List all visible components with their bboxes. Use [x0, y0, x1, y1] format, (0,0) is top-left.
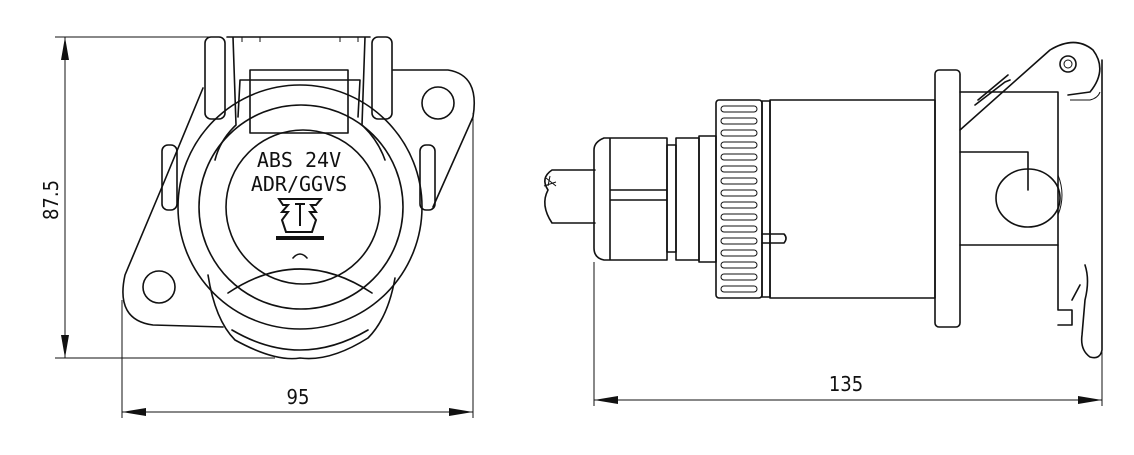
knurl-grooves — [720, 105, 758, 293]
gland-collar — [675, 137, 700, 261]
gland-seat — [698, 135, 717, 263]
ring-spacer — [761, 100, 771, 298]
marking-adr-ggvs: ADR/GGVS — [251, 172, 347, 196]
key-notch — [292, 253, 308, 259]
knurl-groove — [720, 237, 758, 245]
dimension-length-label: 135 — [829, 372, 863, 396]
hinge-post-right — [371, 36, 393, 120]
dimension-length: 135 — [593, 60, 1103, 406]
knurl-groove — [720, 165, 758, 173]
knurl-groove — [720, 177, 758, 185]
side-tab-right — [419, 144, 436, 211]
cable — [544, 169, 596, 224]
knurl-groove — [720, 189, 758, 197]
socket-middle-ring — [198, 104, 404, 310]
knurl-groove — [720, 201, 758, 209]
knurl-groove — [720, 225, 758, 233]
mounting-hole-top-right — [421, 86, 455, 120]
mounting-flange — [122, 69, 475, 328]
dimension-width: 95 — [121, 113, 474, 418]
mounting-hole-bottom-left — [142, 270, 176, 304]
dimension-width-label: 95 — [287, 385, 310, 409]
side-lid — [959, 41, 1103, 359]
dimension-height-label: 87.5 — [39, 180, 63, 220]
lid-lip — [207, 268, 396, 360]
knurl-groove — [720, 105, 758, 113]
cable-gland-nut — [593, 137, 668, 261]
side-tab-left — [161, 144, 178, 211]
knurl-groove — [720, 261, 758, 269]
knurl-groove — [720, 249, 758, 257]
socket-outer-ring — [177, 84, 423, 330]
gland-ring — [666, 144, 677, 253]
lid-latch — [1057, 244, 1081, 326]
marking-abs-24v: ABS 24V — [257, 148, 341, 172]
cert-mark-icon — [276, 198, 324, 240]
knurl-groove — [720, 153, 758, 161]
hinge-post-left — [204, 36, 226, 120]
side-view: 135 — [543, 41, 1103, 406]
detent-ball — [995, 168, 1061, 228]
dimension-height: 87.5 — [39, 36, 275, 359]
knurl-groove — [720, 129, 758, 137]
socket-face — [225, 129, 381, 285]
knurl-groove — [720, 285, 758, 293]
lid-window — [249, 69, 349, 134]
knurl-groove — [720, 141, 758, 149]
lid-frame — [214, 36, 386, 161]
knurl-groove — [720, 273, 758, 281]
socket-housing — [959, 91, 1059, 246]
side-flange — [934, 69, 961, 328]
hinge-pin — [1059, 55, 1077, 73]
socket-body — [769, 99, 936, 299]
locating-pin — [761, 233, 787, 244]
front-view: 87.5 95 — [39, 36, 475, 418]
knurl-groove — [720, 117, 758, 125]
knurl-groove — [720, 213, 758, 221]
